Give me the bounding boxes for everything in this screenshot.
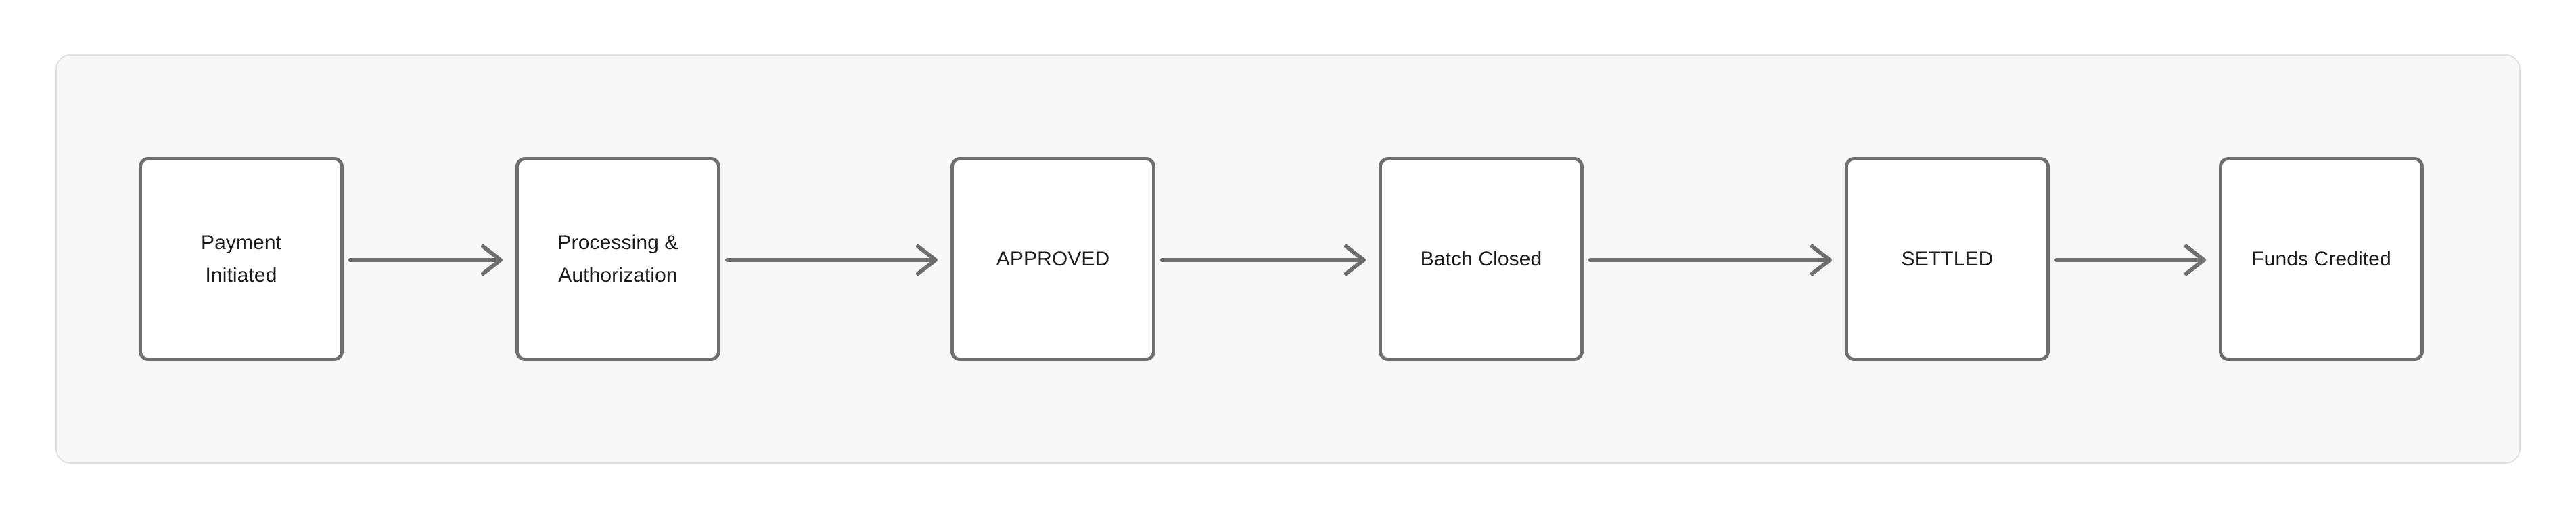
flow-node-label: Payment Initiated <box>200 231 282 286</box>
arrow-right-icon <box>1588 244 1832 276</box>
flow-node-label: Batch Closed <box>1420 247 1542 270</box>
flow-node-label: Funds Credited <box>2251 247 2391 270</box>
arrow-right-icon <box>2054 244 2206 276</box>
flow-node-payment-initiated[interactable]: Payment Initiated <box>139 157 344 361</box>
flow-node-label: APPROVED <box>996 247 1110 270</box>
flow-node-approved[interactable]: APPROVED <box>950 157 1155 361</box>
flow-node-batch-closed[interactable]: Batch Closed <box>1379 157 1584 361</box>
flow-node-processing-authorization[interactable]: Processing & Authorization <box>515 157 720 361</box>
flow-arrow-payment-initiated-to-processing-authorization <box>348 242 509 278</box>
flow-arrow-batch-closed-to-settled <box>1588 242 1838 278</box>
flow-arrow-settled-to-funds-credited <box>2054 242 2212 278</box>
flow-node-label: SETTLED <box>1901 247 1994 270</box>
arrow-right-icon <box>1160 244 1366 276</box>
flow-arrow-approved-to-batch-closed <box>1160 242 1372 278</box>
flow-node-settled[interactable]: SETTLED <box>1845 157 2050 361</box>
flow-node-label: Processing & Authorization <box>557 231 678 286</box>
arrow-right-icon <box>348 244 503 276</box>
flow-node-funds-credited[interactable]: Funds Credited <box>2219 157 2424 361</box>
flow-arrow-processing-authorization-to-approved <box>725 242 944 278</box>
arrow-right-icon <box>725 244 938 276</box>
